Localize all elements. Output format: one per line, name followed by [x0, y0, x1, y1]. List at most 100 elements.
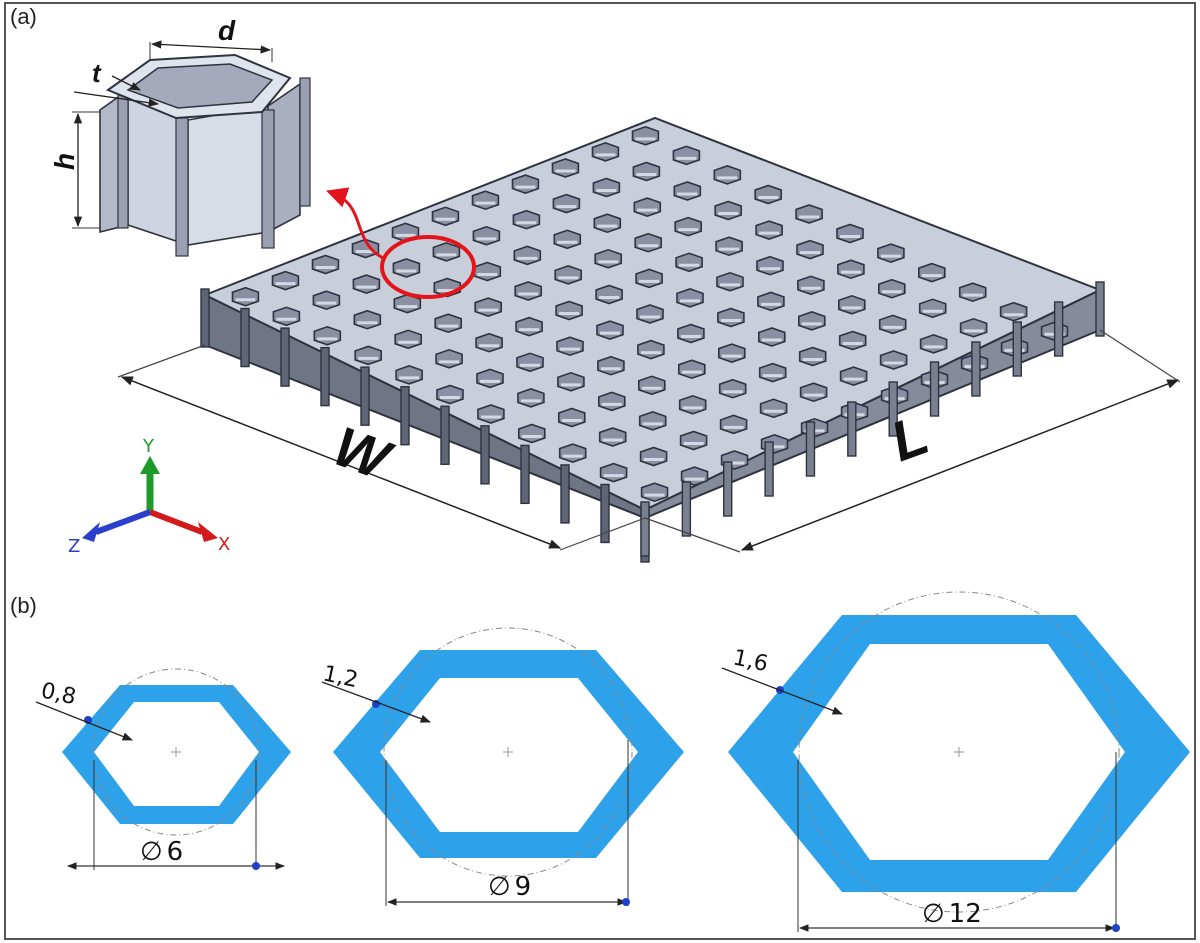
honeycomb-cell [799, 382, 828, 403]
honeycomb-cell [637, 339, 665, 360]
unit-cell-detail: d t h [49, 15, 311, 257]
wall-leader-line [35, 701, 133, 741]
length-dimension-line [740, 379, 1180, 551]
honeycomb-cell [877, 243, 905, 263]
honeycomb-cell [959, 317, 988, 338]
wall-leader-line [721, 667, 843, 715]
cell-thickness-line [73, 91, 160, 107]
honeycomb-cell [513, 245, 542, 266]
honeycomb-cell [271, 270, 300, 291]
x-axis-arrow [198, 522, 218, 542]
wall-thickness-label: 1,2 [321, 661, 360, 693]
edge-tab [520, 444, 530, 505]
honeycomb-cell [312, 290, 341, 311]
honeycomb-cell [918, 298, 947, 319]
honeycomb-cell [795, 204, 823, 224]
honeycomb-cell [713, 165, 742, 185]
honeycomb-cell [798, 346, 827, 367]
honeycomb-cell [716, 271, 744, 292]
honeycomb-cell [675, 252, 703, 273]
diameter-value: 12 [949, 899, 982, 929]
x-axis-label: X [218, 534, 230, 555]
width-dimension-line [120, 376, 562, 549]
edge-tab [640, 501, 650, 557]
honeycomb-cell [354, 345, 382, 366]
honeycomb-cell [632, 161, 661, 182]
callout-arrow [326, 187, 384, 260]
honeycomb-cell [678, 359, 706, 380]
honeycomb-cell [715, 236, 743, 257]
honeycomb-cell [554, 265, 582, 285]
wall-thickness-label: 1,6 [731, 645, 770, 677]
honeycomb-cell [638, 411, 667, 431]
honeycomb-cell [878, 314, 907, 335]
honeycomb-cell [758, 362, 787, 383]
honeycomb-cell [635, 268, 663, 289]
y-axis-arrow [140, 456, 160, 474]
edge-tab [1053, 301, 1064, 357]
diameter-value: 9 [515, 872, 532, 902]
honeycomb-cell [474, 297, 502, 317]
honeycomb-cell [514, 281, 542, 301]
honeycomb-cell [313, 325, 342, 346]
honeycomb-cell [756, 255, 784, 276]
diameter-symbol: ∅ [488, 872, 511, 902]
honeycomb-cell [557, 371, 585, 392]
honeycomb-cell [673, 181, 702, 201]
honeycomb-cell [351, 238, 380, 259]
honeycomb-cell [353, 309, 382, 330]
honeycomb-cell [837, 259, 865, 280]
edge-tab [764, 441, 774, 497]
honeycomb-cell [595, 284, 623, 305]
honeycomb-cell [639, 446, 668, 467]
honeycomb-cell [838, 330, 867, 351]
edge-tab [480, 425, 490, 485]
edge-tab [929, 361, 940, 417]
edge-tab [971, 341, 981, 397]
honeycomb-cell [556, 336, 584, 357]
edge-tab [600, 483, 610, 544]
honeycomb-cell [231, 286, 260, 307]
honeycomb-cell [472, 225, 501, 246]
diameter-label: ∅6 [140, 837, 183, 867]
honeycomb-cell [634, 232, 662, 253]
honeycomb-cell [797, 275, 825, 296]
diameter-value: 6 [167, 837, 184, 867]
honeycomb-cell [395, 365, 423, 385]
edge-tab [400, 386, 410, 446]
diameter-label: ∅9 [488, 872, 531, 902]
y-axis-label: Y [142, 436, 155, 457]
edge-tab [1012, 321, 1022, 377]
honeycomb-cell [518, 423, 546, 444]
panel-a-label: (a) [10, 4, 37, 29]
edge-tab [320, 346, 330, 407]
cell-thickness-label: t [92, 58, 102, 88]
honeycomb-cell [551, 158, 580, 178]
honeycomb-cell [432, 242, 461, 262]
honeycomb-cell [558, 407, 586, 428]
honeycomb-cell [838, 294, 866, 315]
honeycomb-cell [714, 200, 742, 221]
honeycomb-cell [640, 482, 669, 503]
honeycomb-cell [757, 291, 785, 312]
diameter-symbol: ∅ [922, 899, 945, 929]
honeycomb-cell [352, 274, 381, 294]
honeycomb-cell [431, 206, 460, 227]
honeycomb-cell [717, 307, 745, 328]
honeycomb-cell [517, 388, 545, 408]
honeycomb-cell [719, 414, 748, 435]
honeycomb-cell [593, 213, 622, 234]
honeycomb-cell [394, 329, 422, 350]
edge-tab [360, 366, 370, 426]
honeycomb-cell [633, 197, 662, 217]
honeycomb-cell [678, 394, 707, 415]
cell-diameter-label: d [218, 15, 236, 46]
edge-tab [681, 481, 692, 537]
highlight-circle [380, 235, 476, 299]
honeycomb-cell [311, 254, 340, 275]
honeycomb-cell [552, 193, 581, 214]
hexagon-section-small: 0,8 ∅6 [35, 668, 291, 870]
edge-tab [560, 464, 570, 524]
honeycomb-cell [674, 216, 702, 237]
